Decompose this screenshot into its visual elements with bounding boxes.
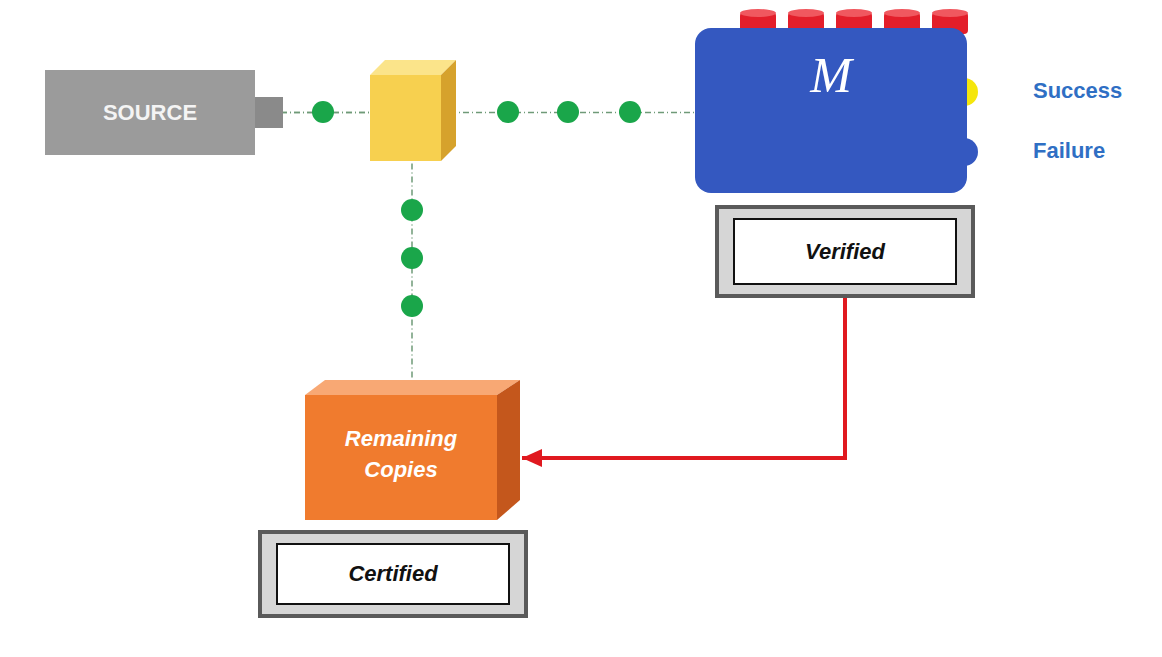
source-label: SOURCE	[103, 100, 197, 126]
port-label: Failure	[1033, 138, 1105, 164]
source-box: SOURCE	[45, 70, 255, 155]
copies-box: Remaining Copies	[305, 380, 520, 520]
feedback-arrow	[522, 298, 845, 458]
source-nozzle	[253, 97, 283, 128]
box-label: Remaining Copies	[311, 400, 491, 510]
certified-box: Certified	[258, 530, 528, 618]
machine-symbol: M	[810, 50, 852, 100]
status-label: Verified	[733, 218, 957, 285]
splitter-cube	[370, 60, 456, 161]
status-label: Certified	[276, 543, 510, 605]
machine-box: M	[695, 28, 967, 193]
signal-dots	[312, 101, 641, 317]
verified-box: Verified	[715, 205, 975, 298]
port-label: Success	[1033, 78, 1122, 104]
